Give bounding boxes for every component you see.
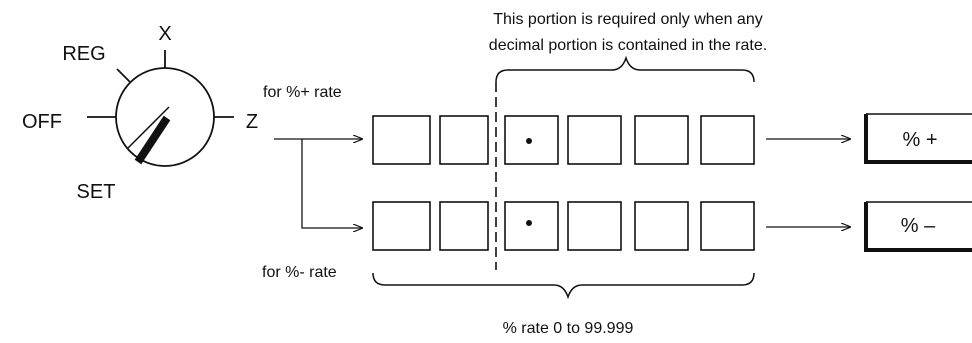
decimal-point-dot — [526, 138, 532, 144]
percent-minus-key[interactable]: % – — [864, 201, 972, 252]
row-label-minus: for %- rate — [262, 264, 337, 281]
note-line-1: This portion is required only when any — [493, 11, 762, 28]
decimal-point-dot — [526, 220, 532, 226]
rate-range-brace — [372, 272, 755, 300]
digit-box — [634, 201, 689, 251]
digit-row-minus — [372, 201, 755, 251]
rate-range-label: % rate 0 to 99.999 — [503, 320, 634, 337]
digit-box — [700, 115, 755, 165]
digit-box — [700, 201, 755, 251]
dial-pointer-bar — [134, 115, 171, 165]
digit-box — [567, 201, 622, 251]
switch-label-x: X — [158, 23, 171, 45]
digit-box — [504, 201, 559, 251]
digit-box — [567, 115, 622, 165]
switch-label-off: OFF — [22, 111, 62, 133]
digit-box — [439, 201, 489, 251]
digit-box — [504, 115, 559, 165]
switch-label-z: Z — [246, 111, 258, 133]
switch-label-set: SET — [77, 181, 116, 203]
percent-plus-key[interactable]: % + — [864, 113, 972, 164]
percent-minus-key-label: % – — [901, 215, 936, 237]
row-label-plus: for %+ rate — [263, 84, 342, 101]
percent-plus-key-label: % + — [902, 129, 937, 151]
digit-box — [372, 115, 431, 165]
digit-row-plus — [372, 115, 755, 165]
digit-box — [439, 115, 489, 165]
decimal-portion-brace — [495, 55, 755, 83]
dial-pointer-line — [127, 106, 170, 149]
note-line-2: decimal portion is contained in the rate… — [489, 37, 767, 54]
digit-box — [634, 115, 689, 165]
switch-label-reg: REG — [62, 43, 105, 65]
mode-switch-dial — [87, 50, 234, 167]
digit-box — [372, 201, 431, 251]
input-arrow-minus — [301, 139, 362, 228]
